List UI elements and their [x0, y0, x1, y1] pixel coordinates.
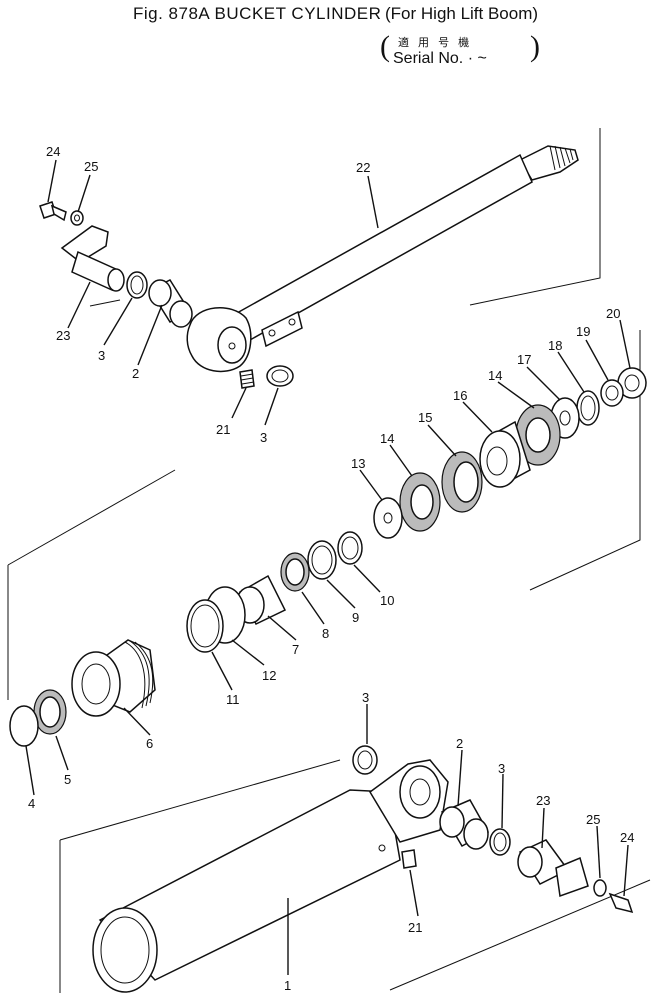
dust-seal-3-mid [266, 365, 294, 387]
callout-21-bottom: 21 [408, 920, 422, 935]
leader-lines [25, 159, 631, 975]
piston-rod-22 [186, 145, 579, 373]
callout-3-bottom-right: 3 [498, 761, 505, 776]
callout-23-bottom: 23 [536, 793, 550, 808]
washer-25-top [70, 210, 84, 226]
bushing-2-top [148, 279, 193, 328]
figure-title: Fig. 878A BUCKET CYLINDER [133, 4, 382, 23]
callout-6: 6 [146, 736, 153, 751]
callout-18: 18 [548, 338, 562, 353]
serial-japanese-label: 適 用 号 機 [398, 37, 473, 49]
callout-12: 12 [262, 668, 276, 683]
callout-1: 1 [284, 978, 291, 993]
callout-3-bottom-left: 3 [362, 690, 369, 705]
callout-9: 9 [352, 610, 359, 625]
ring-18 [576, 390, 600, 426]
callout-7: 7 [292, 642, 299, 657]
dust-seal-3-top [126, 271, 148, 299]
dust-seal-3-bottom-left [352, 745, 378, 775]
callout-21-top: 21 [216, 422, 230, 437]
bolt-24-bottom [608, 892, 634, 914]
pin-23-top [60, 225, 125, 292]
backup-ring-9 [307, 540, 337, 580]
callout-3-top-mid: 3 [260, 430, 267, 445]
callout-20: 20 [606, 306, 620, 321]
callout-4: 4 [28, 796, 35, 811]
dust-seal-5 [33, 689, 67, 735]
piston-16 [479, 420, 531, 488]
callout-23-top: 23 [56, 328, 70, 343]
pin-23-bottom [517, 839, 589, 898]
nut-20 [617, 367, 647, 399]
cylinder-head-6 [71, 639, 156, 717]
serial-number-label: Serial No. · ~ [393, 50, 487, 67]
snap-ring-4 [9, 705, 39, 747]
seal-15 [441, 451, 483, 513]
callout-25-top: 25 [84, 159, 98, 174]
wear-ring-14-right [515, 404, 561, 466]
callout-24-top: 24 [46, 144, 60, 159]
callout-3-top-left: 3 [98, 348, 105, 363]
plate-13 [373, 497, 403, 539]
callout-8: 8 [322, 626, 329, 641]
callout-2-bottom: 2 [456, 736, 463, 751]
callout-5: 5 [64, 772, 71, 787]
callout-16: 16 [453, 388, 467, 403]
bushing-2-bottom [439, 799, 490, 850]
callout-labels: 24 25 22 23 3 2 21 3 20 19 18 17 14 16 1… [28, 144, 634, 993]
rod-packing-8 [280, 552, 310, 592]
figure-subtitle: (For High Lift Boom) [385, 4, 539, 23]
washer-19 [600, 379, 624, 407]
grease-fitting-21-bottom [401, 849, 417, 869]
callout-2-top: 2 [132, 366, 139, 381]
dust-seal-3-bottom-right [489, 828, 511, 856]
callout-24-bottom: 24 [620, 830, 634, 845]
callout-15: 15 [418, 410, 432, 425]
backup-ring-11 [186, 599, 224, 653]
callout-13: 13 [351, 456, 365, 471]
wear-ring-14-left [399, 472, 441, 532]
boundary-lines [7, 128, 651, 993]
callout-10: 10 [380, 593, 394, 608]
callout-25-bottom: 25 [586, 812, 600, 827]
serial-open-bracket: ( [380, 30, 390, 63]
callout-22: 22 [356, 160, 370, 175]
serial-close-bracket: ) [530, 30, 540, 63]
grease-fitting-21-top [239, 369, 255, 389]
washer-25-bottom [593, 879, 607, 897]
cylinder-tube-1 [92, 759, 449, 993]
bolt-24-top [39, 201, 67, 222]
snap-ring-10 [337, 531, 363, 565]
callout-14-right: 14 [488, 368, 502, 383]
callout-17: 17 [517, 352, 531, 367]
callout-14-left: 14 [380, 431, 394, 446]
callout-11: 11 [226, 692, 240, 707]
callout-19: 19 [576, 324, 590, 339]
